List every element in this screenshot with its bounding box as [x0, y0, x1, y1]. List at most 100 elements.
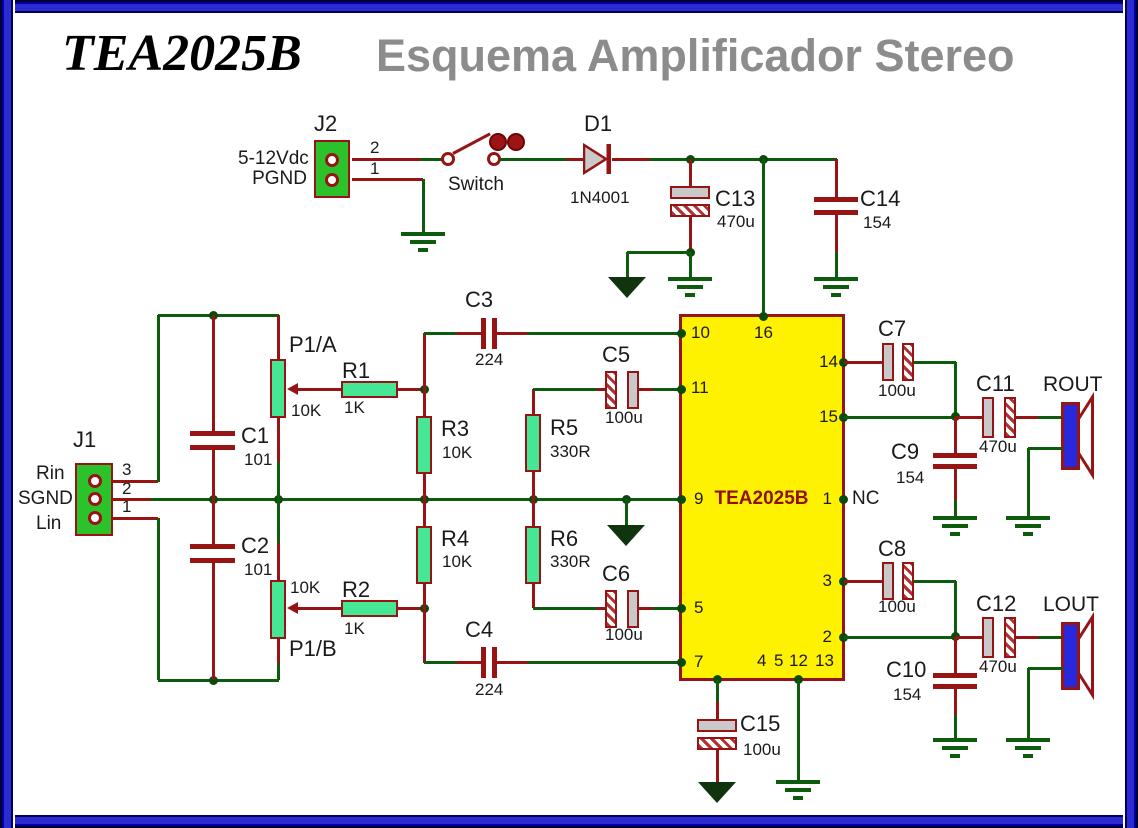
wire [423, 583, 426, 663]
r2-ref-label: R2 [342, 577, 371, 602]
r1-value-label: 1K [344, 398, 365, 417]
wire [212, 450, 215, 499]
wire [612, 158, 650, 161]
cap-c6-positive-plate [627, 590, 639, 628]
wire [277, 417, 280, 462]
r5-ref-label: R5 [550, 415, 579, 440]
wire [532, 471, 535, 499]
c2-value-label: 101 [244, 560, 273, 579]
r3-ref-label: R3 [441, 416, 470, 441]
cap-c12-positive-plate [982, 617, 994, 658]
ground-symbol [1006, 738, 1050, 758]
pot-p1a-body [270, 359, 286, 418]
switch-contact-right [487, 152, 501, 166]
j1-pin-number-1: 1 [122, 497, 132, 516]
wire [158, 314, 279, 317]
cap-c5-positive-plate [627, 371, 639, 409]
c11-ref-label: C11 [976, 371, 1015, 396]
ic-pin-9: 9 [694, 489, 704, 508]
wire [277, 499, 280, 543]
wire [113, 480, 158, 483]
wire [420, 158, 444, 161]
wire [532, 499, 535, 527]
j1-pin-1-circle [88, 511, 102, 525]
j2-pin-2-circle [325, 153, 339, 167]
cap-c8-positive-plate [882, 562, 894, 600]
wire [1028, 667, 1063, 670]
junction-dot [677, 495, 686, 504]
cap-c13-positive-plate [670, 186, 710, 199]
cap-c10-plate [933, 673, 977, 678]
wire [956, 636, 984, 639]
c2-ref-label: C2 [241, 533, 270, 558]
j1-row-label-lin: Lin [36, 513, 62, 534]
c8-ref-label: C8 [878, 536, 907, 561]
wire [844, 416, 956, 419]
wire [533, 388, 597, 391]
wire [954, 581, 957, 637]
p1b-value-label: 10K [290, 578, 321, 597]
wire [627, 251, 690, 254]
cap-c15-positive-plate [697, 719, 737, 732]
r4-ref-label: R4 [441, 526, 470, 551]
junction-dot [839, 495, 848, 504]
c13-ref-label: C13 [715, 186, 756, 211]
j2-pin-number-2: 2 [370, 138, 380, 157]
wire [352, 178, 423, 181]
page-border-left [0, 0, 15, 828]
wire [212, 315, 215, 433]
resistor-r3-body [416, 416, 432, 474]
cap-c3-plate [492, 318, 497, 349]
ground-symbol [814, 277, 858, 297]
c6-ref-label: C6 [602, 561, 631, 586]
r5-value-label: 330R [550, 442, 591, 461]
c1-value-label: 101 [244, 450, 273, 469]
wire [625, 499, 628, 525]
cap-c11-negative-plate [1004, 397, 1016, 438]
junction-dot [677, 604, 686, 613]
c10-ref-label: C10 [886, 657, 927, 682]
switch-label: Switch [448, 174, 504, 195]
wire [716, 680, 719, 702]
ground-triangle-symbol [608, 277, 646, 298]
wire [527, 332, 681, 335]
diode-d1-symbol [583, 143, 611, 175]
junction-dot [209, 676, 218, 685]
ic-pin-12: 12 [789, 651, 808, 670]
wire [762, 159, 765, 315]
wire [212, 563, 215, 680]
j1-pin-number-3: 3 [122, 460, 132, 479]
junction-dot [839, 633, 848, 642]
c8-value-label: 100u [878, 597, 916, 616]
wire [716, 750, 719, 782]
j2-ref-label: J2 [314, 111, 338, 136]
page-border-bottom [0, 813, 1138, 828]
wire [1027, 668, 1030, 738]
cap-c5-negative-plate [605, 371, 617, 409]
cap-c1-plate [190, 431, 235, 436]
wire [626, 252, 629, 277]
ic-pin-4: 4 [757, 651, 767, 670]
switch-lever [452, 132, 491, 155]
cap-c11-positive-plate [982, 397, 994, 438]
c13-value-label: 470u [717, 212, 755, 231]
wire [212, 499, 215, 546]
wire [157, 518, 160, 680]
cap-c3-plate [481, 318, 486, 349]
junction-dot [951, 412, 960, 421]
wire [954, 689, 957, 715]
wire [597, 607, 607, 610]
wire [797, 680, 800, 780]
wire [497, 661, 527, 664]
wire [844, 361, 882, 364]
c15-value-label: 100u [743, 740, 781, 759]
wire [639, 388, 653, 391]
p1a-ref-label: P1/A [289, 332, 337, 357]
c10-value-label: 154 [893, 685, 922, 704]
wire [113, 517, 158, 520]
page-title-heading: Esquema Amplificador Stereo [376, 30, 1015, 81]
wire [653, 388, 681, 391]
ground-symbol [776, 780, 820, 800]
p1b-ref-label: P1/B [289, 636, 337, 661]
